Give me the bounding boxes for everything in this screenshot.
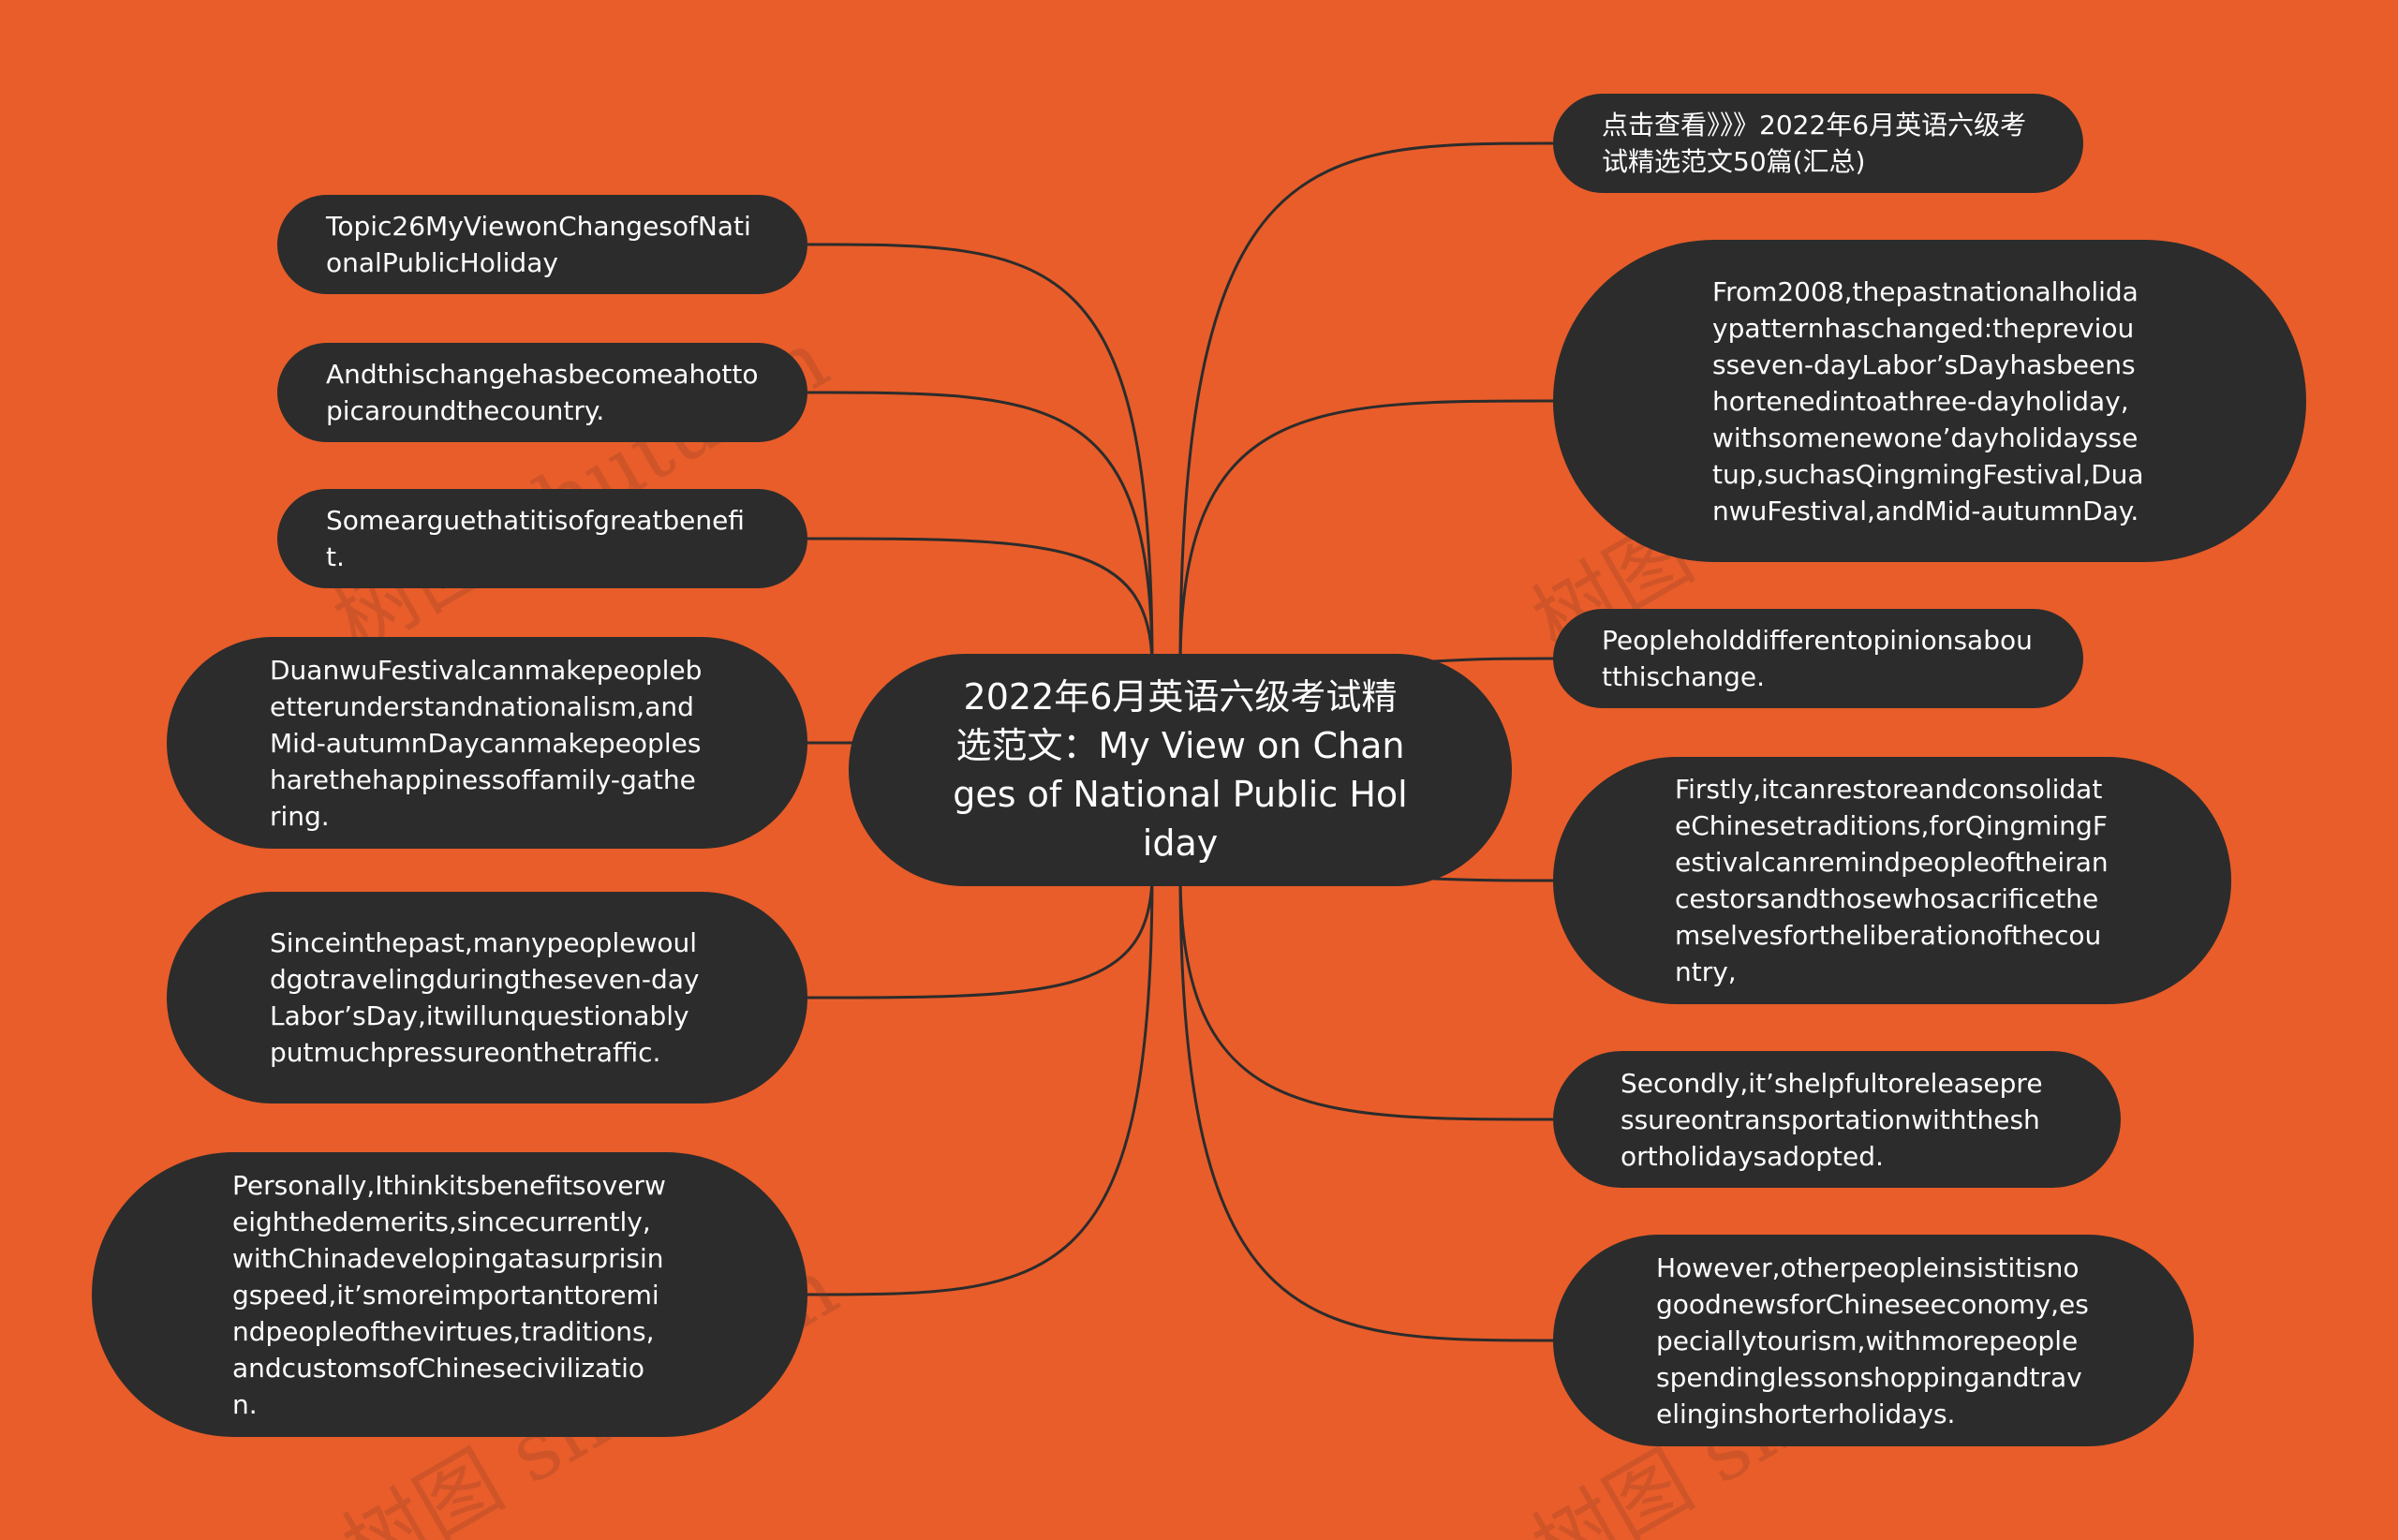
left-topic-label: Personally,Ithinkitsbenefitsoverweighthe… (232, 1169, 666, 1420)
left-topic-node[interactable]: Personally,Ithinkitsbenefitsoverweighthe… (92, 1152, 807, 1437)
left-topic-label: Sinceinthepast,manypeoplewouldgotravelin… (270, 927, 700, 1068)
connector-line (1178, 141, 1554, 668)
left-topic-label: DuanwuFestivalcanmakepeoplebetterunderst… (270, 654, 703, 832)
connector-line (807, 243, 1154, 668)
right-topic-node[interactable]: Firstly,itcanrestoreandconsolidateChines… (1553, 757, 2231, 1004)
right-topic-label: Firstly,itcanrestoreandconsolidateChines… (1675, 774, 2109, 987)
right-topic-label: 点击查看》》》2022年6月英语六级考试精选范文50篇(汇总) (1602, 110, 2027, 177)
right-topic-node[interactable]: Secondly,it’shelpfultoreleasepressureont… (1553, 1051, 2121, 1188)
connector-line (1178, 399, 1554, 668)
right-topic-node[interactable]: 点击查看》》》2022年6月英语六级考试精选范文50篇(汇总) (1553, 94, 2083, 193)
left-topic-label: Andthischangehasbecomeahottopicaroundthe… (326, 359, 759, 426)
left-topic-node[interactable]: Somearguethatitisofgreatbenefit. (277, 489, 807, 588)
left-topic-node[interactable]: Sinceinthepast,manypeoplewouldgotravelin… (167, 892, 807, 1103)
right-topic-label: However,otherpeopleinsistitisnogoodnewsf… (1656, 1251, 2089, 1429)
right-topic-label: From2008,thepastnationalholidaypatternha… (1712, 275, 2144, 526)
right-topic-node[interactable]: From2008,thepastnationalholidaypatternha… (1553, 240, 2306, 562)
right-topic-node[interactable]: Peopleholddifferentopinionsaboutthischan… (1553, 609, 2083, 708)
left-topic-node[interactable]: Andthischangehasbecomeahottopicaroundthe… (277, 343, 807, 442)
right-topic-node[interactable]: However,otherpeopleinsistitisnogoodnewsf… (1553, 1235, 2194, 1446)
connector-line (1432, 877, 1554, 882)
central-topic-node[interactable]: 2022年6月英语六级考试精选范文：My View on Changes of … (849, 654, 1512, 886)
connector-line (807, 391, 1154, 668)
left-topic-node[interactable]: Topic26MyViewonChangesofNationalPublicHo… (277, 195, 807, 294)
right-topic-label: Peopleholddifferentopinionsaboutthischan… (1602, 625, 2033, 692)
connector-line (807, 872, 1154, 1000)
right-topic-label: Secondly,it’shelpfultoreleasepressureont… (1621, 1067, 2043, 1172)
connector-line (1432, 657, 1554, 663)
left-topic-label: Topic26MyViewonChangesofNationalPublicHo… (326, 211, 751, 278)
left-topic-label: Somearguethatitisofgreatbenefit. (326, 505, 745, 572)
connector-line (1178, 872, 1554, 1121)
connector-line (807, 537, 1154, 668)
connector-line (807, 872, 1154, 1296)
central-topic-label: 2022年6月英语六级考试精选范文：My View on Changes of … (953, 676, 1408, 864)
connector-line (1178, 872, 1554, 1342)
left-topic-node[interactable]: DuanwuFestivalcanmakepeoplebetterunderst… (167, 637, 807, 849)
